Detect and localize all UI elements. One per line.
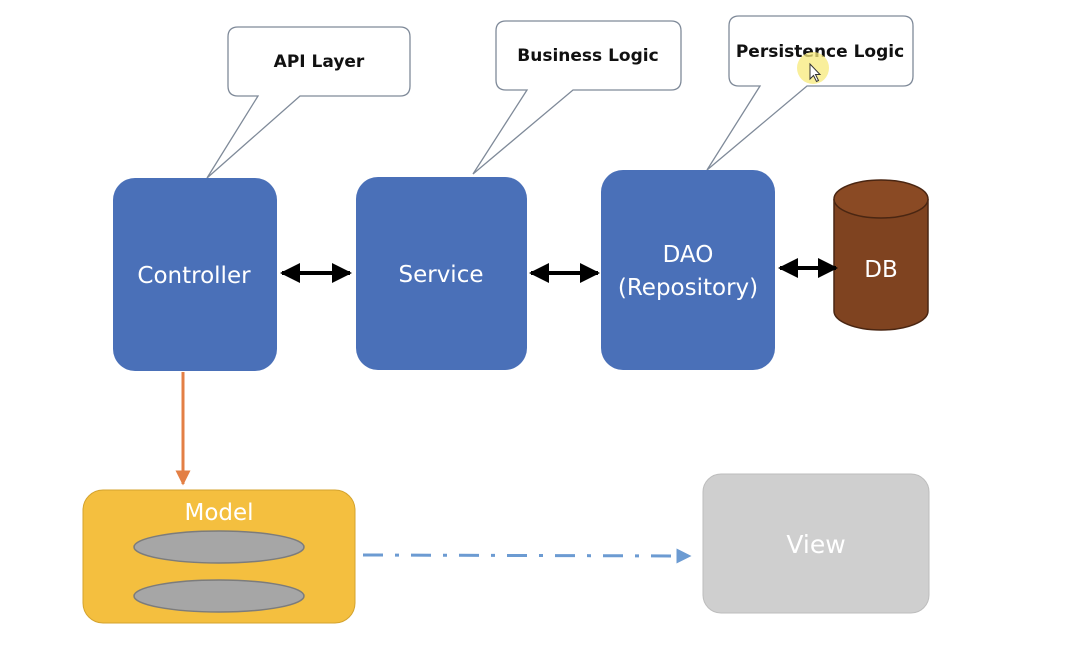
mouse-pointer-icon xyxy=(797,52,829,84)
dao-label-line1: DAO xyxy=(663,242,714,268)
callout-business-logic-label: Business Logic xyxy=(517,46,658,66)
callout-api-layer-label: API Layer xyxy=(274,52,365,72)
model-disk-bottom xyxy=(133,579,305,613)
callout-persistence-logic-label: Persistence Logic xyxy=(736,42,904,62)
dao-box: DAO (Repository) xyxy=(601,170,775,370)
service-box: Service xyxy=(356,177,527,370)
model-label: Model xyxy=(184,500,253,526)
db-label: DB xyxy=(864,257,898,283)
model-disk-top xyxy=(133,530,305,564)
view-box: View xyxy=(702,473,930,614)
view-label: View xyxy=(786,530,845,559)
dao-label-line2: (Repository) xyxy=(618,275,758,301)
model-view-arrow xyxy=(362,548,692,564)
service-label: Service xyxy=(398,262,483,288)
model-box: Model xyxy=(82,489,356,624)
controller-box: Controller xyxy=(113,178,277,371)
callout-business-logic: Business Logic xyxy=(472,20,682,175)
callout-persistence-logic: Persistence Logic xyxy=(706,15,914,171)
callout-api-layer: API Layer xyxy=(206,26,411,179)
db-cylinder: DB xyxy=(833,179,929,331)
controller-label: Controller xyxy=(137,263,251,289)
